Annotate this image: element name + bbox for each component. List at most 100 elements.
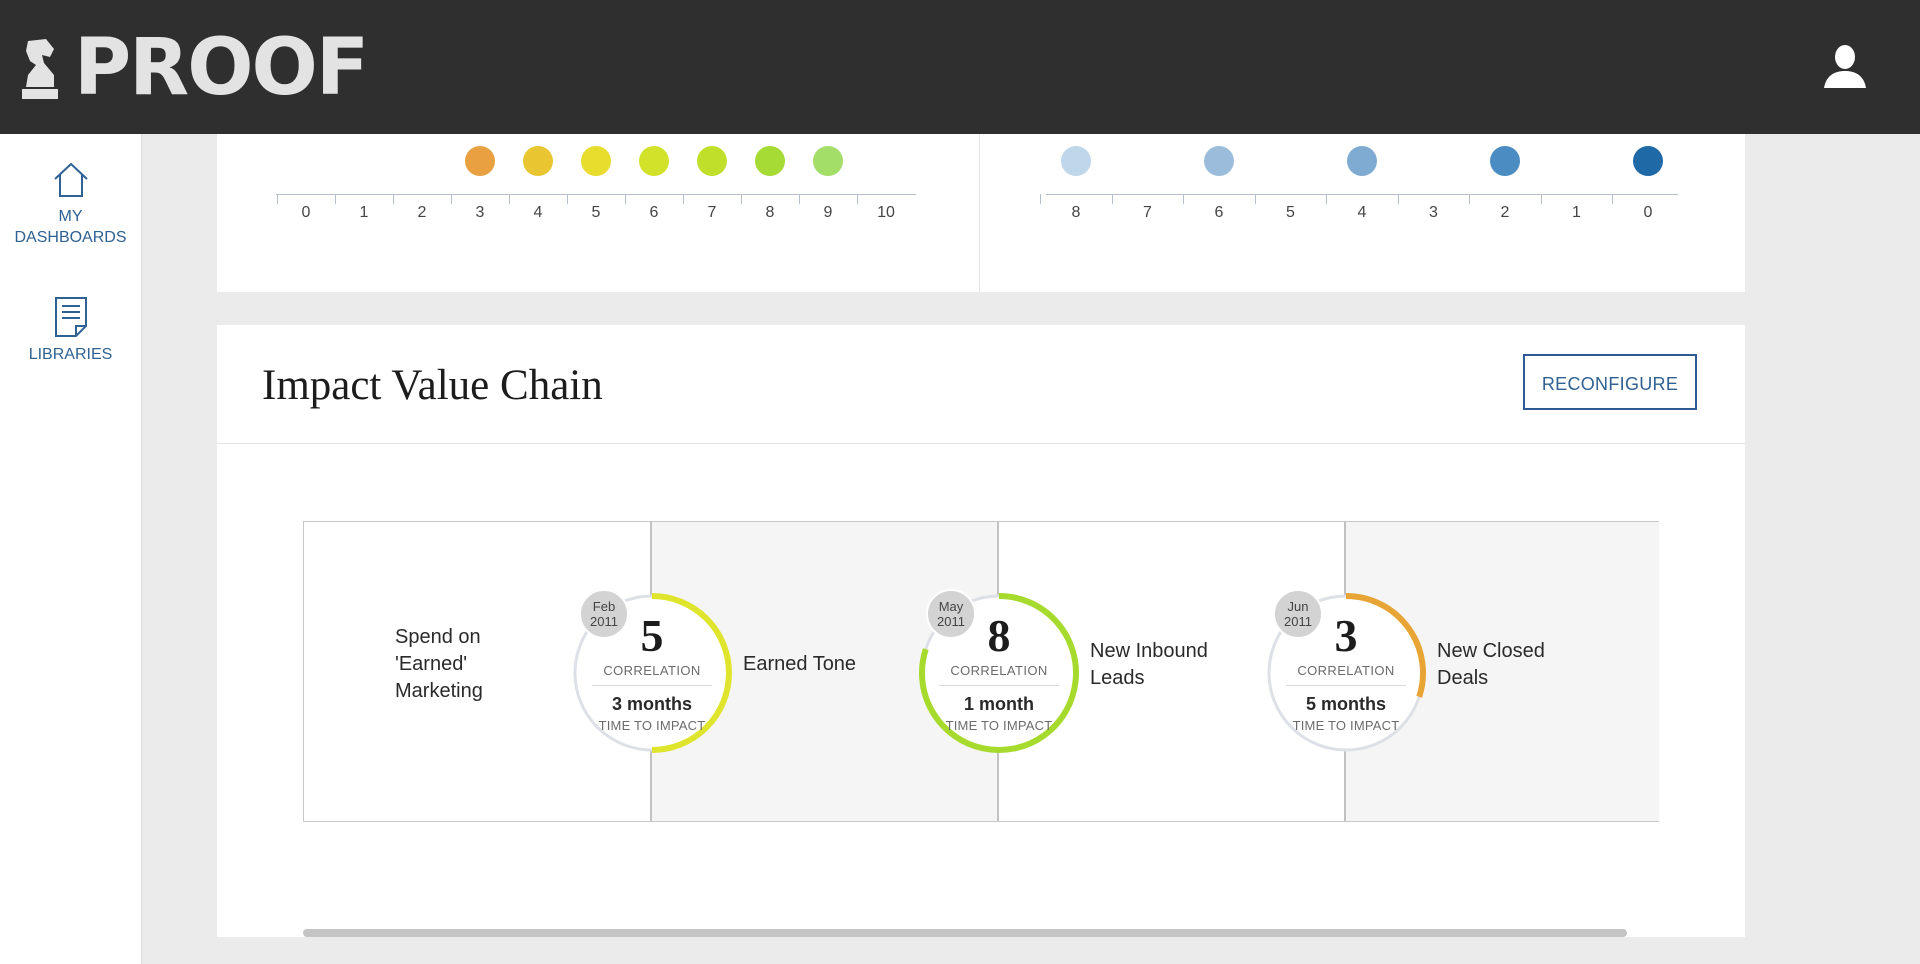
axis-tick	[1612, 194, 1614, 204]
time-to-impact-value: 1 month	[964, 694, 1034, 714]
axis-tick-label: 7	[1143, 204, 1152, 221]
axis-tick	[1540, 194, 1542, 204]
proof-logo[interactable]: PROOF	[20, 23, 369, 113]
page-title: Impact Value Chain	[262, 362, 603, 409]
correlation-value: 5	[640, 610, 664, 661]
ring-separator	[592, 685, 712, 686]
axis-tick-label: 3	[1429, 204, 1438, 221]
data-point[interactable]	[523, 146, 553, 176]
brand-name: PROOF	[74, 23, 369, 113]
axis-tick	[1254, 194, 1256, 204]
top-navbar: PROOF	[0, 0, 1920, 134]
time-to-impact-value: 5 months	[1305, 694, 1386, 714]
user-menu-button[interactable]	[1822, 44, 1868, 88]
sidebar-item-my-dashboards[interactable]: MY DASHBOARDS	[0, 160, 141, 248]
axis-line	[1046, 194, 1678, 195]
correlation-label: CORRELATION	[1297, 663, 1395, 678]
sidebar-item-label: DASHBOARDS	[14, 229, 127, 246]
axis-tick	[1469, 194, 1471, 204]
date-month: Feb	[592, 599, 616, 614]
data-point[interactable]	[1204, 146, 1234, 176]
left-sidebar: MY DASHBOARDS LIBRARIES	[0, 134, 142, 964]
axis-tick-label: 0	[301, 204, 311, 221]
source-node-label: Spend on 'Earned' Marketing	[395, 626, 483, 702]
axis-tick	[857, 194, 858, 204]
data-point[interactable]	[1061, 146, 1091, 176]
correlation-arc-fill	[919, 593, 1079, 753]
target-node-label: New Closed Deals	[1437, 640, 1545, 689]
axis-tick-label: 8	[1071, 204, 1081, 221]
correlation-arc-fill	[651, 593, 732, 753]
date-year: 2011	[590, 614, 618, 629]
home-icon	[53, 162, 88, 197]
axis-tick	[509, 194, 510, 204]
data-point[interactable]	[581, 146, 611, 176]
axis-tick-label: 2	[417, 204, 427, 221]
document-icon	[54, 297, 87, 337]
correlation-label: CORRELATION	[950, 663, 1048, 678]
axis-tick-label: 4	[533, 204, 543, 221]
axis-tick	[451, 194, 452, 204]
card-divider	[979, 134, 980, 292]
date-month: Jun	[1287, 599, 1309, 614]
axis-tick-label: 10	[877, 204, 895, 221]
axis-tick-label: 9	[823, 204, 833, 221]
axis-tick-label: 6	[1214, 204, 1224, 221]
time-to-impact-label: TIME TO IMPACT	[598, 718, 706, 733]
axis-tick-label: 5	[1286, 204, 1295, 221]
date-year: 2011	[1284, 614, 1312, 629]
axis-tick-label: 8	[765, 204, 775, 221]
data-point[interactable]	[697, 146, 727, 176]
date-badge: Jun 2011	[1273, 589, 1323, 639]
axis-tick	[1040, 194, 1042, 204]
time-to-impact-value: 3 months	[611, 694, 692, 714]
data-point[interactable]	[1490, 146, 1520, 176]
correlation-value: 8	[987, 610, 1011, 661]
data-point[interactable]	[465, 146, 495, 176]
horizontal-scrollbar[interactable]	[303, 929, 1627, 937]
correlation-value: 3	[1334, 610, 1358, 661]
correlation-arc-fill	[1345, 593, 1426, 698]
axis-tick	[625, 194, 626, 204]
data-point[interactable]	[755, 146, 785, 176]
user-icon	[1824, 45, 1866, 88]
axis-tick-label: 6	[649, 204, 659, 221]
date-badge: Feb 2011	[579, 589, 629, 639]
axis-line	[276, 194, 916, 195]
axis-tick	[1183, 194, 1185, 204]
value-chain-diagram: Spend on 'Earned' Marketing 5 CORRELATIO…	[303, 521, 1659, 822]
axis-tick-label: 5	[591, 204, 601, 221]
sidebar-item-libraries[interactable]: LIBRARIES	[0, 296, 141, 365]
axis-tick-label: 3	[475, 204, 485, 221]
date-year: 2011	[937, 614, 965, 629]
correlation-label: CORRELATION	[603, 663, 701, 678]
data-point[interactable]	[813, 146, 843, 176]
axis-tick	[741, 194, 742, 204]
axis-tick	[683, 194, 684, 204]
axis-tick	[393, 194, 394, 204]
date-month: May	[938, 599, 964, 614]
data-point[interactable]	[1347, 146, 1377, 176]
sidebar-item-label: MY	[58, 208, 83, 225]
axis-tick	[567, 194, 568, 204]
axis-tick	[277, 194, 278, 204]
axis-tick	[1111, 194, 1113, 204]
time-to-impact-label: TIME TO IMPACT	[1292, 718, 1400, 733]
target-node-label: Earned Tone	[743, 653, 857, 675]
data-point[interactable]	[639, 146, 669, 176]
target-node-label: New Inbound Leads	[1090, 640, 1208, 689]
ring-separator	[939, 685, 1059, 686]
data-point[interactable]	[1633, 146, 1663, 176]
axis-tick	[799, 194, 800, 204]
reconfigure-button[interactable]: RECONFIGURE	[1523, 354, 1697, 410]
axis-tick	[1326, 194, 1328, 204]
axis-tick-label: 2	[1500, 204, 1510, 221]
axis-tick-label: 7	[707, 204, 717, 221]
ring-separator	[1286, 685, 1406, 686]
chess-knight-logo-icon	[22, 39, 58, 99]
axis-tick-label: 0	[1643, 204, 1653, 221]
axis-tick	[1397, 194, 1399, 204]
axis-tick	[335, 194, 336, 204]
axis-tick-label: 1	[1572, 204, 1581, 221]
